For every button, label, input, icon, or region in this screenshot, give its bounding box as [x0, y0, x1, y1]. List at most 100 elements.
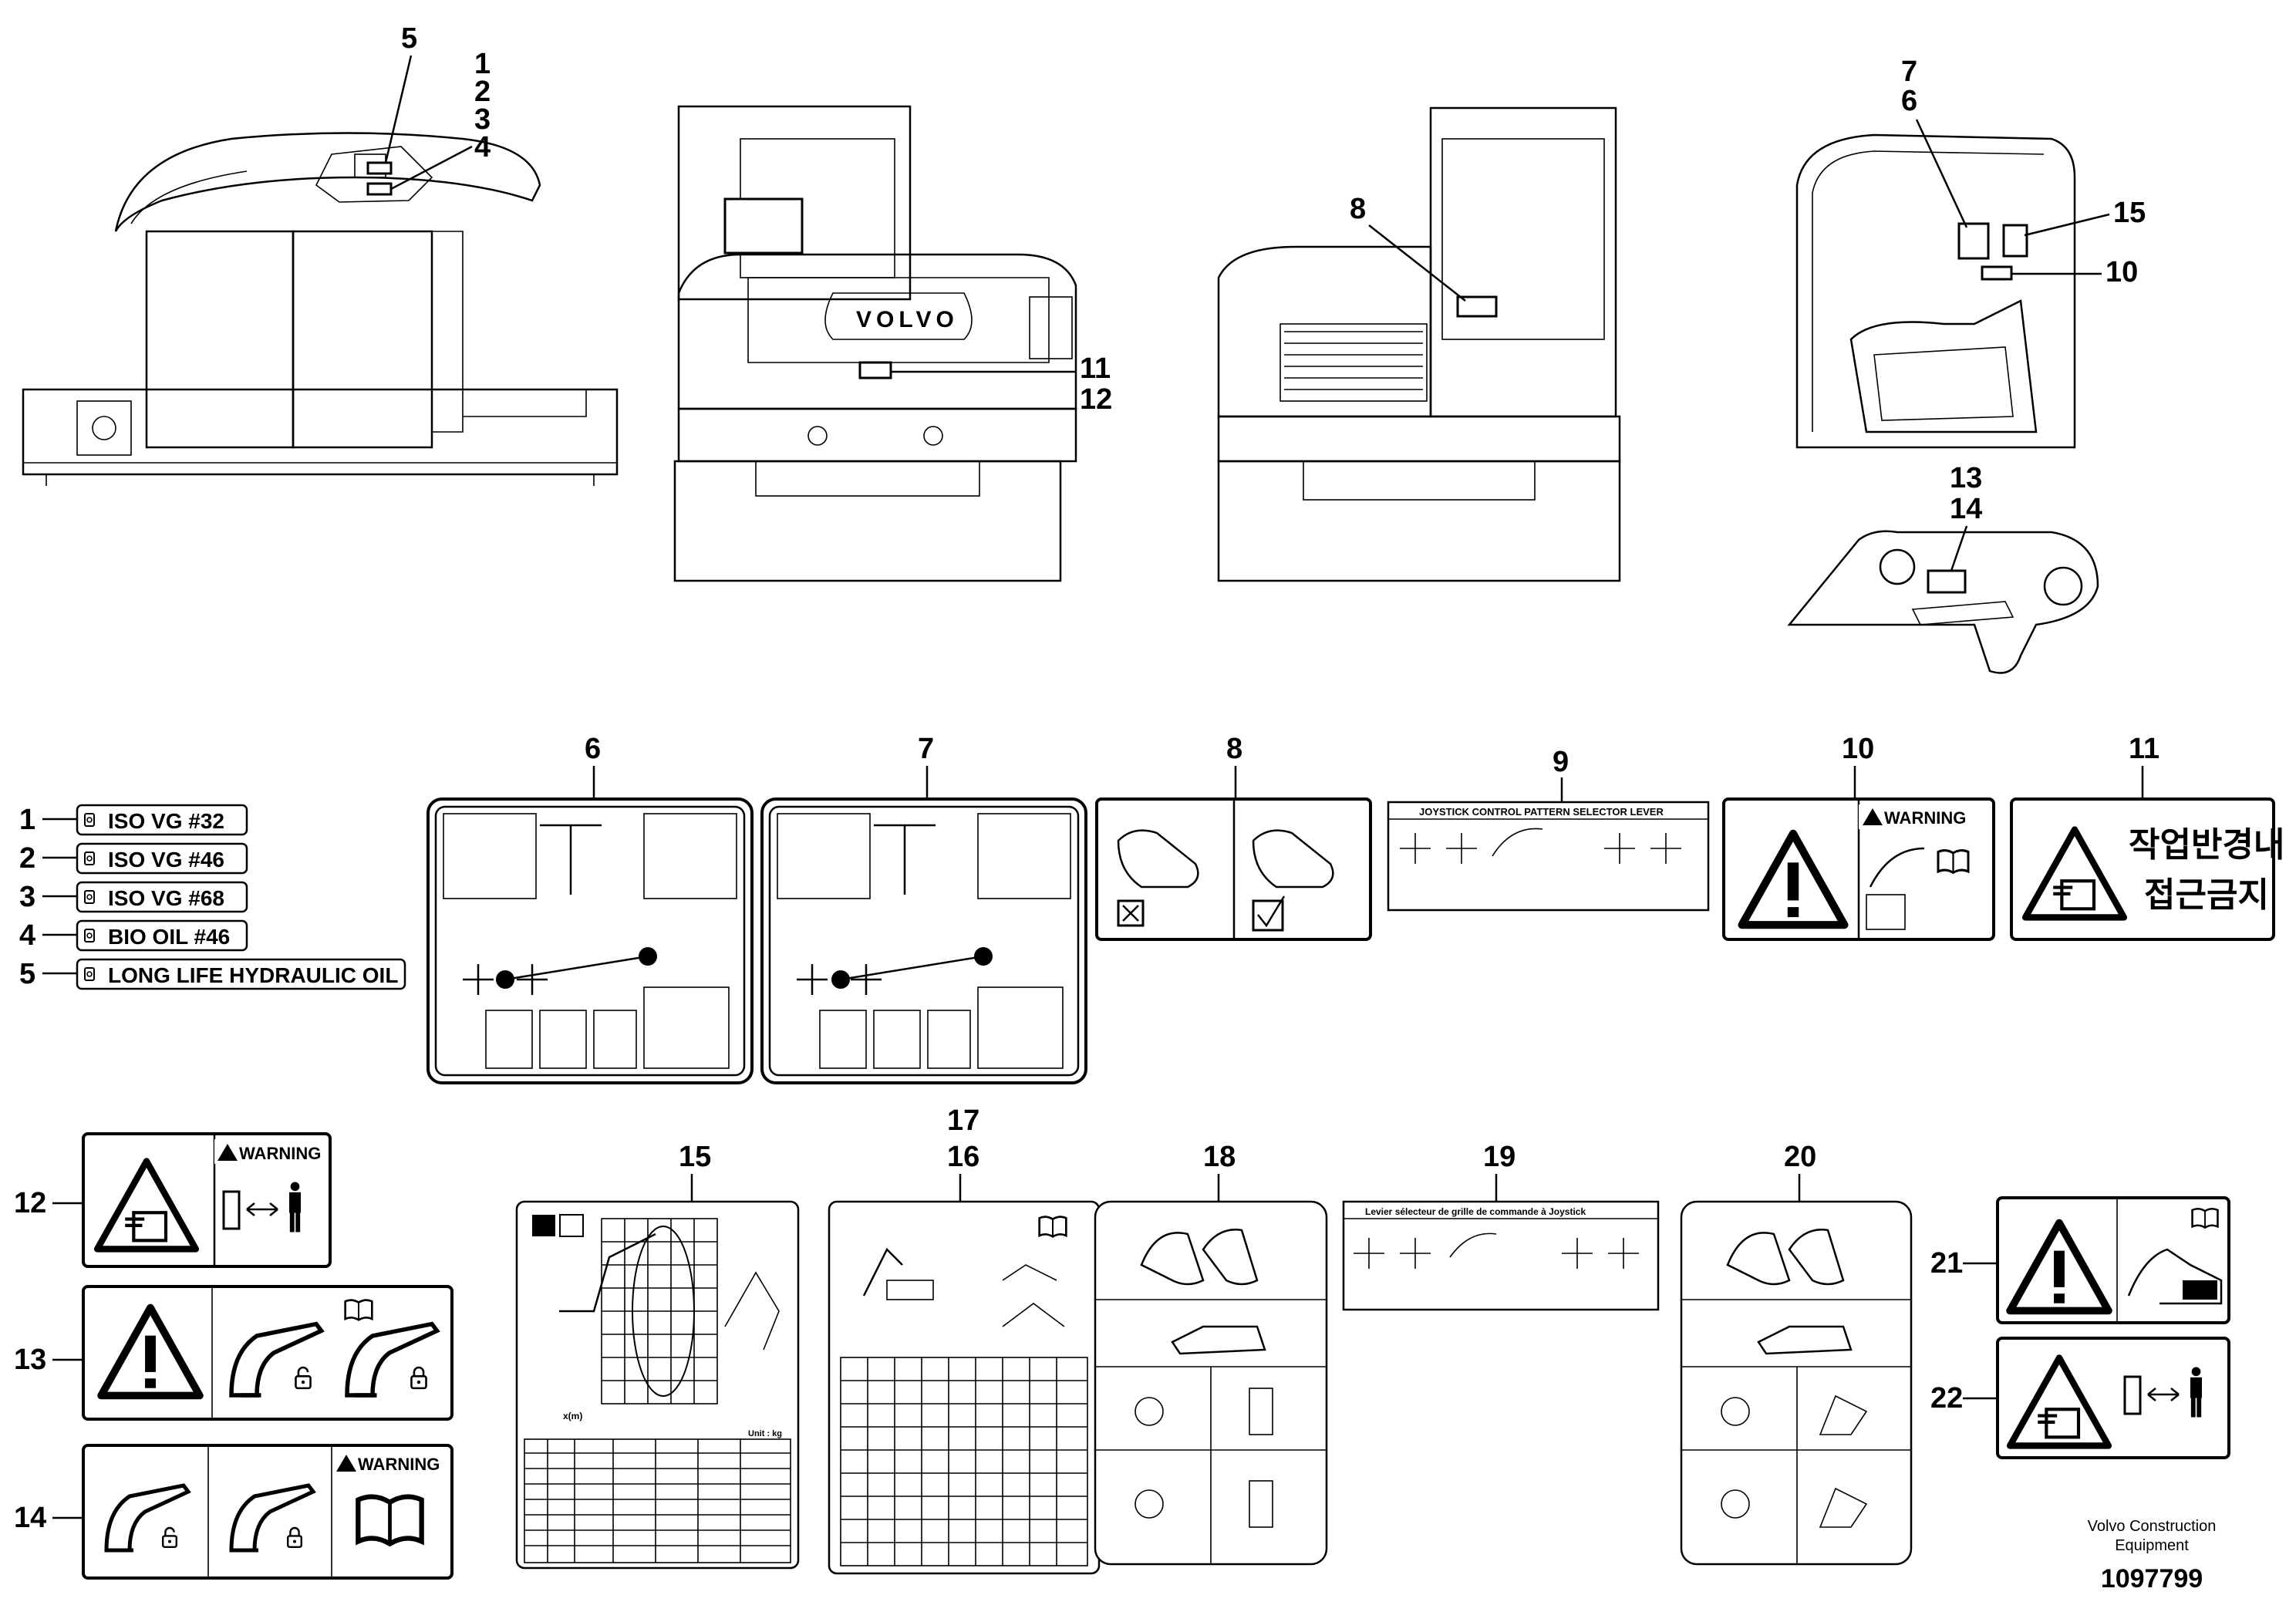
- svg-text:13: 13: [14, 1344, 46, 1376]
- callout-12: 12: [1080, 383, 1112, 416]
- joystick-title: JOYSTICK CONTROL PATTERN SELECTOR LEVER: [1419, 806, 1664, 818]
- decal-19: 19 Levier sélecteur de grille de command…: [1342, 1141, 1660, 1311]
- svg-text:20: 20: [1784, 1141, 1816, 1173]
- decal-22: 22: [1930, 1337, 2230, 1459]
- decal-location-8: [1456, 295, 1498, 318]
- tank-left: [145, 230, 295, 449]
- chart-unit-label: Unit : kg: [748, 1429, 782, 1438]
- company-line-1: Volvo Construction: [2088, 1518, 2217, 1535]
- cab-interior-view: [1795, 133, 2076, 449]
- svg-text:2: 2: [19, 842, 35, 875]
- decal-14-warning: WARNING: [358, 1455, 440, 1474]
- decal-21: 21: [1930, 1196, 2230, 1324]
- oil-label-5: 5 LONG LIFE HYDRAULIC OIL: [19, 958, 406, 990]
- drawing-number: 1097799: [2101, 1564, 2203, 1593]
- svg-text:VOLVO: VOLVO: [856, 307, 959, 332]
- svg-text:BIO OIL #46: BIO OIL #46: [108, 925, 230, 949]
- decal-10: 10 WARNING: [1722, 733, 1995, 941]
- svg-text:16: 16: [947, 1141, 979, 1173]
- side-view-callouts: 8: [1350, 193, 1466, 302]
- chart-axis-label: x(m): [563, 1411, 582, 1421]
- callout-6: 6: [1901, 85, 1917, 117]
- cab-view-callouts: 7 6 15 10: [1901, 56, 2146, 288]
- svg-text:3: 3: [19, 881, 35, 913]
- footer-block: Volvo Construction Equipment 1097799: [2088, 1518, 2217, 1593]
- svg-text:7: 7: [918, 733, 934, 765]
- oil-label-3: 3 ISO VG #68: [19, 881, 248, 913]
- oil-label-2: 2 ISO VG #46: [19, 842, 248, 875]
- decal-13: 13: [14, 1285, 453, 1421]
- decal-20: 20: [1680, 1141, 1913, 1566]
- decal-14: 14 WARNING: [14, 1444, 453, 1580]
- callout-7: 7: [1901, 56, 1917, 88]
- svg-text:21: 21: [1930, 1247, 1963, 1280]
- korean-line-1: 작업반경내: [2129, 826, 2284, 864]
- decal-location-1-4: [366, 182, 393, 196]
- decal-7: 7: [760, 733, 1087, 1084]
- callout-11: 11: [1080, 352, 1111, 385]
- side-cab: [1429, 106, 1617, 418]
- svg-text:LONG LIFE HYDRAULIC OIL: LONG LIFE HYDRAULIC OIL: [108, 963, 398, 987]
- decal-location-10: [1981, 265, 2013, 281]
- decal-location-11: [858, 361, 892, 379]
- rear-view-callouts: 11 12: [891, 352, 1112, 416]
- svg-text:19: 19: [1483, 1141, 1515, 1173]
- callout-15: 15: [2113, 197, 2146, 229]
- svg-text:18: 18: [1203, 1141, 1236, 1173]
- callout-8: 8: [1350, 193, 1366, 225]
- svg-text:5: 5: [19, 958, 35, 990]
- decal-10-warning: WARNING: [1884, 808, 1966, 828]
- svg-text:15: 15: [679, 1141, 711, 1173]
- svg-text:6: 6: [585, 733, 601, 765]
- decal-6: 6: [426, 733, 754, 1084]
- machine-side-view: [1217, 106, 1621, 582]
- svg-text:ISO VG #32: ISO VG #32: [108, 809, 224, 833]
- oil-label-list: 1 ISO VG #32 2 ISO VG #46 3 ISO VG #68 4…: [19, 804, 406, 990]
- decal-15: 15 x(m) Unit : kg: [515, 1141, 800, 1570]
- oil-label-1: 1 ISO VG #32: [19, 804, 248, 836]
- callout-5: 5: [401, 22, 417, 55]
- decal-12: 12 WARNING: [14, 1132, 332, 1268]
- callout-4: 4: [474, 131, 491, 164]
- callout-14: 14: [1950, 493, 1982, 525]
- svg-text:17: 17: [947, 1104, 979, 1137]
- decal-location-6-7: [1957, 222, 1990, 260]
- svg-text:4: 4: [19, 919, 35, 952]
- side-tracks: [1217, 460, 1621, 582]
- decal-location-15: [2002, 224, 2028, 258]
- machine-frame: [22, 388, 619, 476]
- machine-hood-open-view: [22, 132, 619, 486]
- svg-text:14: 14: [14, 1502, 46, 1534]
- decal-9: 9 JOYSTICK CONTROL PATTERN SELECTOR LEVE…: [1387, 746, 1710, 912]
- quick-coupler-view: [1787, 530, 2099, 674]
- company-line-2: Equipment: [2115, 1537, 2189, 1554]
- decal-8: 8: [1095, 733, 1372, 941]
- svg-text:8: 8: [1226, 733, 1242, 765]
- svg-text:1: 1: [19, 804, 35, 836]
- callout-1: 1: [474, 48, 491, 80]
- rear-tracks: [673, 460, 1062, 582]
- korean-line-2: 접근금지: [2144, 876, 2269, 914]
- rear-cab: [677, 105, 912, 301]
- decal-16-17: 17 16: [828, 1104, 1101, 1575]
- decal-11: 11 작업반경내 접근금지: [2010, 733, 2284, 941]
- joystick-fr-title: Levier sélecteur de grille de commande à…: [1365, 1206, 1586, 1217]
- svg-text:ISO VG #68: ISO VG #68: [108, 886, 224, 910]
- svg-text:ISO VG #46: ISO VG #46: [108, 848, 224, 872]
- decal-12-warning: WARNING: [239, 1144, 321, 1163]
- callout-10: 10: [2106, 256, 2138, 288]
- oil-label-4: 4 BIO OIL #46: [19, 919, 248, 952]
- machine-rear-view: VOLVO: [673, 105, 1077, 582]
- coupler-callouts: 13 14: [1950, 462, 1982, 572]
- callout-13: 13: [1950, 462, 1982, 494]
- tank-right: [292, 230, 433, 449]
- top-left-callouts: 5 1 2 3 4: [384, 22, 491, 191]
- decal-18: 18: [1094, 1141, 1328, 1566]
- svg-text:10: 10: [1842, 733, 1874, 765]
- svg-text:11: 11: [2129, 733, 2159, 765]
- callout-3: 3: [474, 103, 491, 136]
- decal-location-13-14: [1927, 569, 1967, 594]
- callout-2: 2: [474, 76, 491, 108]
- decal-location-5: [366, 161, 393, 175]
- svg-text:22: 22: [1930, 1382, 1963, 1415]
